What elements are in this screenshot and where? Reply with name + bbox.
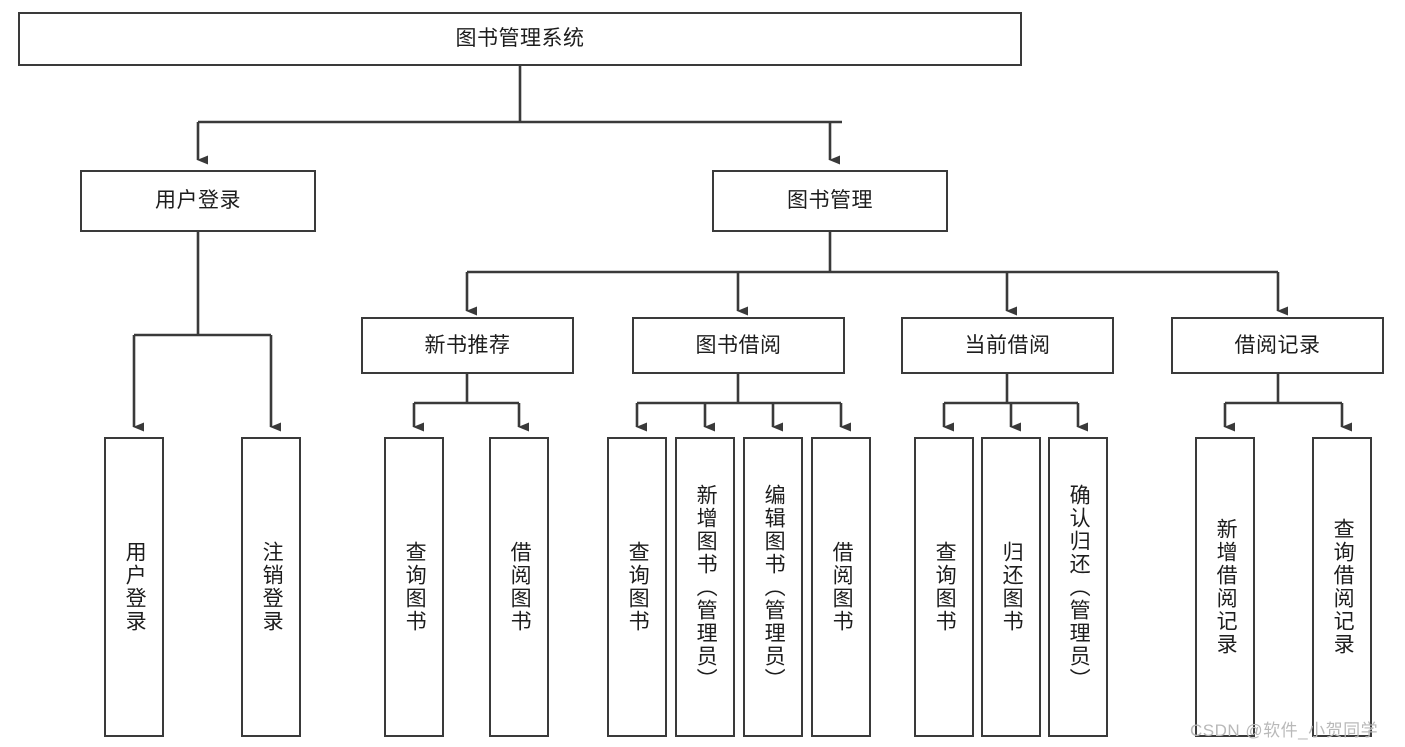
node-user-login[interactable]: 用户登录 (80, 170, 316, 232)
node-label: 确认归还（管理员） (1067, 483, 1091, 691)
node-label: 新增图书（管理员） (694, 483, 718, 691)
leaf-current-query-book[interactable]: 查询图书 (914, 437, 974, 737)
node-label: 图书借阅 (695, 333, 782, 357)
leaf-current-confirm-return-admin[interactable]: 确认归还（管理员） (1048, 437, 1108, 737)
node-label: 归还图书 (1000, 541, 1024, 633)
leaf-borrow-edit-book-admin[interactable]: 编辑图书（管理员） (743, 437, 803, 737)
node-book-borrowing[interactable]: 图书借阅 (632, 317, 845, 374)
node-label: 新增借阅记录 (1214, 518, 1238, 656)
leaf-borrow-borrow-book[interactable]: 借阅图书 (811, 437, 871, 737)
node-label: 查询借阅记录 (1331, 518, 1355, 656)
node-label: 查询图书 (626, 541, 650, 633)
node-label: 用户登录 (155, 189, 241, 213)
node-current-borrowing[interactable]: 当前借阅 (901, 317, 1114, 374)
node-label: 借阅图书 (830, 541, 854, 633)
node-book-management[interactable]: 图书管理 (712, 170, 948, 232)
node-new-book-recommendation[interactable]: 新书推荐 (361, 317, 574, 374)
node-label: 查询图书 (933, 541, 957, 633)
node-label: 当前借阅 (964, 333, 1051, 357)
node-borrowing-records[interactable]: 借阅记录 (1171, 317, 1384, 374)
node-label: 注销登录 (260, 541, 284, 633)
leaf-record-add-record[interactable]: 新增借阅记录 (1195, 437, 1255, 737)
leaf-new-book-borrow[interactable]: 借阅图书 (489, 437, 549, 737)
leaf-borrow-query-book[interactable]: 查询图书 (607, 437, 667, 737)
node-label: 图书管理系统 (455, 27, 585, 51)
leaf-record-query-record[interactable]: 查询借阅记录 (1312, 437, 1372, 737)
leaf-borrow-add-book-admin[interactable]: 新增图书（管理员） (675, 437, 735, 737)
node-label: 图书管理 (787, 189, 873, 213)
leaf-user-login-signout[interactable]: 注销登录 (241, 437, 301, 737)
node-label: 用户登录 (123, 541, 147, 633)
node-label: 借阅图书 (508, 541, 532, 633)
node-label: 借阅记录 (1234, 333, 1321, 357)
node-label: 新书推荐 (424, 333, 511, 357)
node-label: 查询图书 (403, 541, 427, 633)
leaf-new-book-query[interactable]: 查询图书 (384, 437, 444, 737)
leaf-current-return-book[interactable]: 归还图书 (981, 437, 1041, 737)
csdn-watermark: CSDN @软件_小贺同学 (1190, 721, 1379, 740)
node-label: 编辑图书（管理员） (762, 483, 786, 691)
node-root-library-management-system[interactable]: 图书管理系统 (18, 12, 1022, 66)
leaf-user-login-signin[interactable]: 用户登录 (104, 437, 164, 737)
